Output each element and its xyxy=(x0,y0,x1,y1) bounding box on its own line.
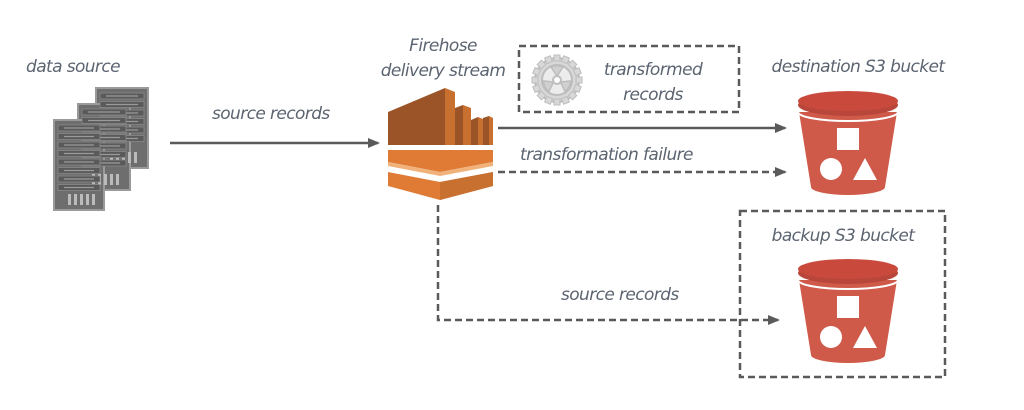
gear-tooth xyxy=(532,67,542,77)
gear-tooth xyxy=(572,83,582,93)
backup-bucket-label: backup S3 bucket xyxy=(772,226,917,246)
triangle-shape xyxy=(853,326,877,348)
server-rack-icon xyxy=(53,87,149,211)
rack-vent xyxy=(80,194,83,205)
transformation-failure-label: transformation failure xyxy=(520,145,693,165)
gear-tooth xyxy=(544,55,554,65)
destination-bucket-label: destination S3 bucket xyxy=(772,57,947,77)
gear-tooth xyxy=(553,98,561,106)
backup-bucket-box xyxy=(738,209,947,379)
transform-lambda-box xyxy=(517,44,741,114)
gear-tooth xyxy=(531,76,539,84)
firehose-label-line2: delivery stream xyxy=(381,61,506,81)
square-shape xyxy=(837,128,859,150)
gear-tooth xyxy=(567,59,578,70)
gear-tooth xyxy=(567,90,578,101)
square-shape xyxy=(837,296,859,318)
gear-tooth xyxy=(544,95,554,105)
gear-icon xyxy=(531,54,583,106)
source-records-label: source records xyxy=(212,104,330,124)
backup-source-records-label: source records xyxy=(561,285,679,305)
gear-tooth xyxy=(560,55,570,65)
kinesis-firehose-icon xyxy=(388,88,493,200)
rack-vent xyxy=(92,194,95,205)
gear-tooth xyxy=(560,95,570,105)
gear-tooth xyxy=(572,67,582,77)
circle-shape xyxy=(820,326,842,348)
rack-vent xyxy=(134,152,137,163)
firehose-label-line1: Firehose xyxy=(409,36,477,56)
transformed-records-label-line1: transformed xyxy=(604,60,703,80)
rack-vent xyxy=(110,174,113,185)
gear-tooth xyxy=(536,59,547,70)
gear-tooth xyxy=(532,83,542,93)
gear-tooth xyxy=(553,54,561,62)
data-source-label: data source xyxy=(26,57,120,77)
rack-vent xyxy=(68,194,71,205)
rack-vent xyxy=(104,174,107,185)
rack-vent xyxy=(74,194,77,205)
triangle-shape xyxy=(853,158,877,180)
gear-tooth xyxy=(575,76,583,84)
rack-vent xyxy=(86,194,89,205)
rack-vent xyxy=(128,152,131,163)
gear-tooth xyxy=(536,90,547,101)
circle-shape xyxy=(820,158,842,180)
s3-bucket-icon xyxy=(797,259,899,363)
backup-arrow xyxy=(436,205,780,325)
s3-bucket-icon xyxy=(797,91,899,195)
transformed-records-label-line2: records xyxy=(623,85,683,105)
rack-vent xyxy=(116,174,119,185)
